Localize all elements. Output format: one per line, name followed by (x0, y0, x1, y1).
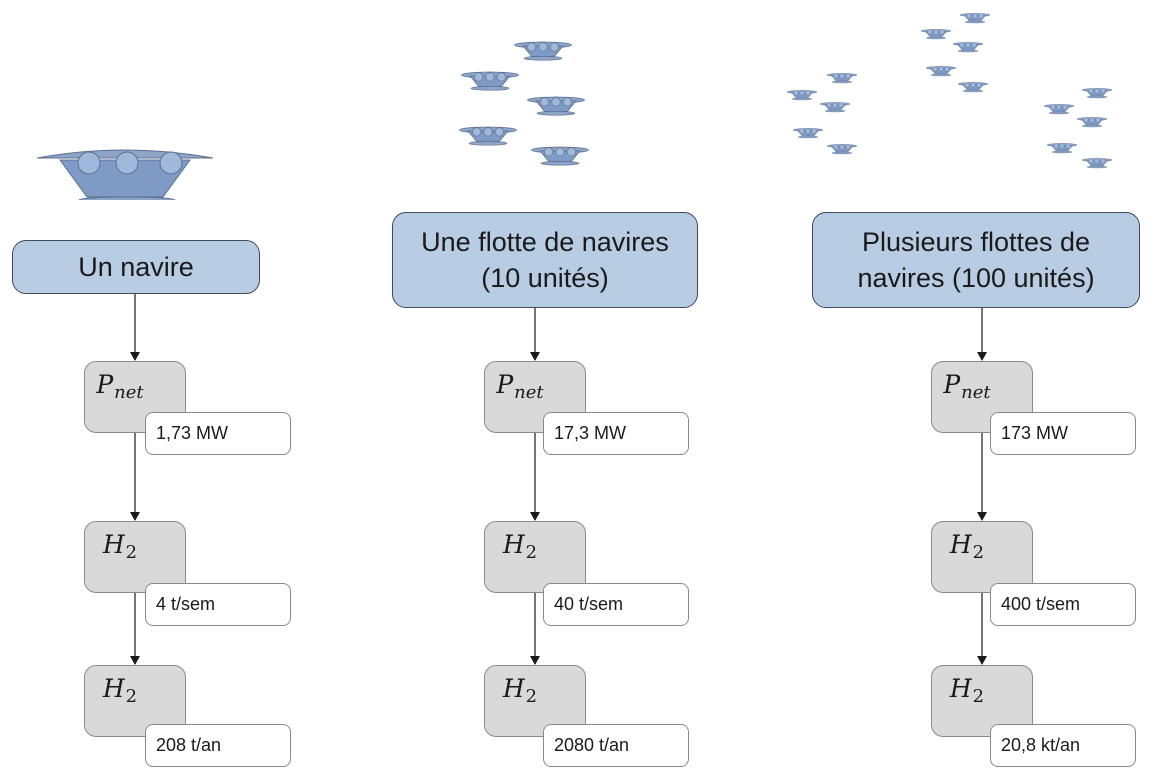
header-line: Plusieurs flottes de (861, 226, 1091, 257)
value-label: 208 t/an (145, 724, 291, 767)
pnet-symbol: Pnet (96, 370, 144, 403)
h2-symbol: H2 (502, 674, 538, 707)
header-un-navire: Un navire (12, 240, 260, 294)
value-label: 17,3 MW (543, 412, 689, 455)
value-label: 4 t/sem (145, 583, 291, 626)
value-label: 1,73 MW (145, 412, 291, 455)
value-label: 173 MW (990, 412, 1136, 455)
h2-symbol: H2 (102, 530, 138, 563)
pnet-symbol: Pnet (943, 370, 991, 403)
header-line: Un navire (78, 251, 194, 282)
pnet-symbol: Pnet (496, 370, 544, 403)
header-line: Une flotte de navires (421, 226, 669, 257)
step-h2-year-box: H2 (84, 665, 186, 737)
header-flotte: Une flotte de navires (10 unités) (392, 212, 698, 308)
value-label: 20,8 kt/an (990, 724, 1136, 767)
h2-symbol: H2 (949, 530, 985, 563)
header-line: (10 unités) (481, 263, 609, 293)
step-h2-week-box: H2 (84, 521, 186, 593)
header-line: navires (100 unités) (857, 263, 1095, 293)
ship-icon (36, 149, 214, 200)
step-h2-week-box: H2 (931, 521, 1033, 593)
header-plusieurs-flottes: Plusieurs flottes de navires (100 unités… (812, 212, 1140, 308)
h2-symbol: H2 (949, 674, 985, 707)
value-label: 40 t/sem (543, 583, 689, 626)
h2-symbol: H2 (102, 674, 138, 707)
value-label: 400 t/sem (990, 583, 1136, 626)
step-h2-week-box: H2 (484, 521, 586, 593)
step-h2-year-box: H2 (484, 665, 586, 737)
h2-symbol: H2 (502, 530, 538, 563)
value-label: 2080 t/an (543, 724, 689, 767)
ships-illustration (36, 13, 1113, 200)
